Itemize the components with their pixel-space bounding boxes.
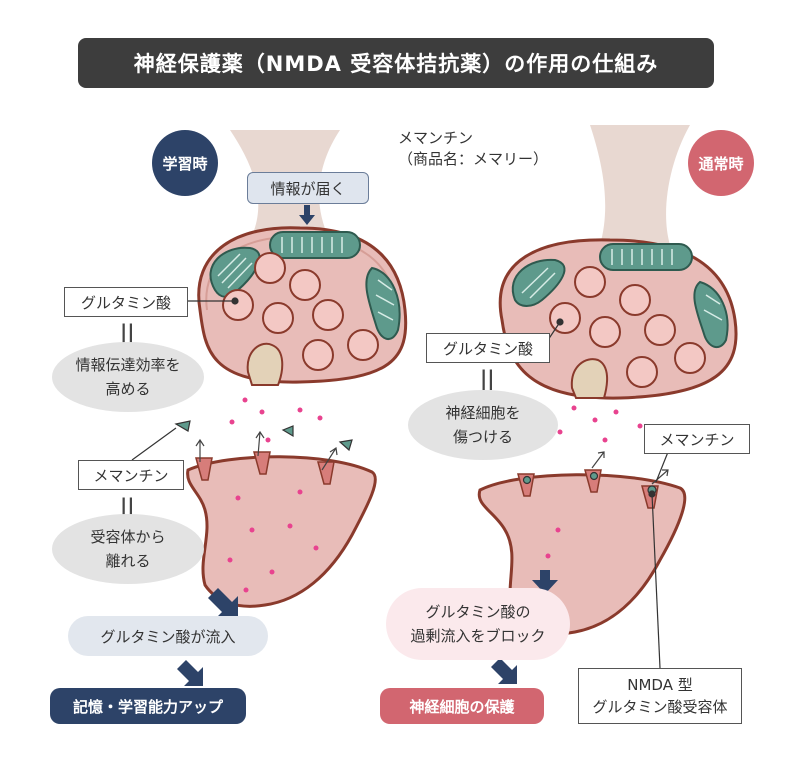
glutamate-inflow-pill: グルタミン酸が流入 xyxy=(68,616,268,656)
memantine-brand-label: メマンチン （商品名：メマリー） xyxy=(398,128,548,170)
right-glutamate-effect: 神経細胞を 傷つける xyxy=(408,390,558,460)
left-glutamate-box: グルタミン酸 xyxy=(64,287,188,317)
left-glutamate-effect: 情報伝達効率を 高める xyxy=(52,342,204,412)
learning-result-badge: 記憶・学習能力アップ xyxy=(50,688,246,724)
mitochondrion-icon xyxy=(693,280,729,349)
right-glutamate-box: グルタミン酸 xyxy=(426,333,550,363)
left-equals-mark-2: || xyxy=(120,494,135,518)
memantine-label: メマンチン xyxy=(398,129,474,147)
left-vesicles xyxy=(222,252,379,371)
block-inflow-pill: グルタミン酸の 過剰流入をブロック xyxy=(386,588,570,660)
learning-badge: 学習時 xyxy=(152,130,218,196)
mitochondrion-icon xyxy=(599,243,693,271)
left-release-pocket xyxy=(246,342,284,386)
block-line-1: グルタミン酸の xyxy=(425,603,531,621)
left-memantine-box: メマンチン xyxy=(78,460,184,490)
receptor-icon xyxy=(195,451,335,485)
right-release-pocket xyxy=(570,358,609,399)
brand-name-label: （商品名：メマリー） xyxy=(398,150,549,168)
block-line-2: 過剰流入をブロック xyxy=(410,627,546,645)
left-release-arrows xyxy=(195,430,338,471)
receptor-line-2: グルタミン酸受容体 xyxy=(592,698,728,716)
effect-line-2: 傷つける xyxy=(452,428,513,446)
down-arrow-icon xyxy=(177,205,558,686)
right-axon-stalk xyxy=(590,125,690,245)
receptor-line-1: NMDA 型 xyxy=(627,676,693,694)
protection-result-badge: 神経細胞の保護 xyxy=(380,688,544,724)
left-postsynaptic-terminal xyxy=(186,455,377,608)
page-title: 神経保護薬（NMDA 受容体拮抗薬）の作用の仕組み xyxy=(78,38,714,88)
effect-line-2: 離れる xyxy=(105,552,151,570)
right-memantine-box: メマンチン xyxy=(644,424,750,454)
connector-lines xyxy=(131,297,669,669)
mitochondrion-icon xyxy=(511,258,566,307)
right-equals-mark: || xyxy=(480,366,495,390)
mitochondrion-icon xyxy=(269,231,361,259)
right-blocked-arrows xyxy=(591,451,669,485)
right-vesicles xyxy=(549,266,706,388)
glutamate-dots xyxy=(227,397,643,593)
nmda-receptor-box: NMDA 型 グルタミン酸受容体 xyxy=(578,668,742,724)
normal-badge: 通常時 xyxy=(688,130,754,196)
left-memantine-effect: 受容体から 離れる xyxy=(52,514,204,584)
memantine-molecule-icon xyxy=(174,420,353,452)
effect-line-1: 神経細胞を xyxy=(445,404,521,422)
effect-line-1: 受容体から xyxy=(90,528,166,546)
left-equals-mark-1: || xyxy=(120,320,135,344)
mitochondrion-icon xyxy=(365,266,401,340)
effect-line-1: 情報伝達効率を xyxy=(75,356,181,374)
signal-box: 情報が届く xyxy=(247,172,369,204)
effect-line-2: 高める xyxy=(105,380,151,398)
